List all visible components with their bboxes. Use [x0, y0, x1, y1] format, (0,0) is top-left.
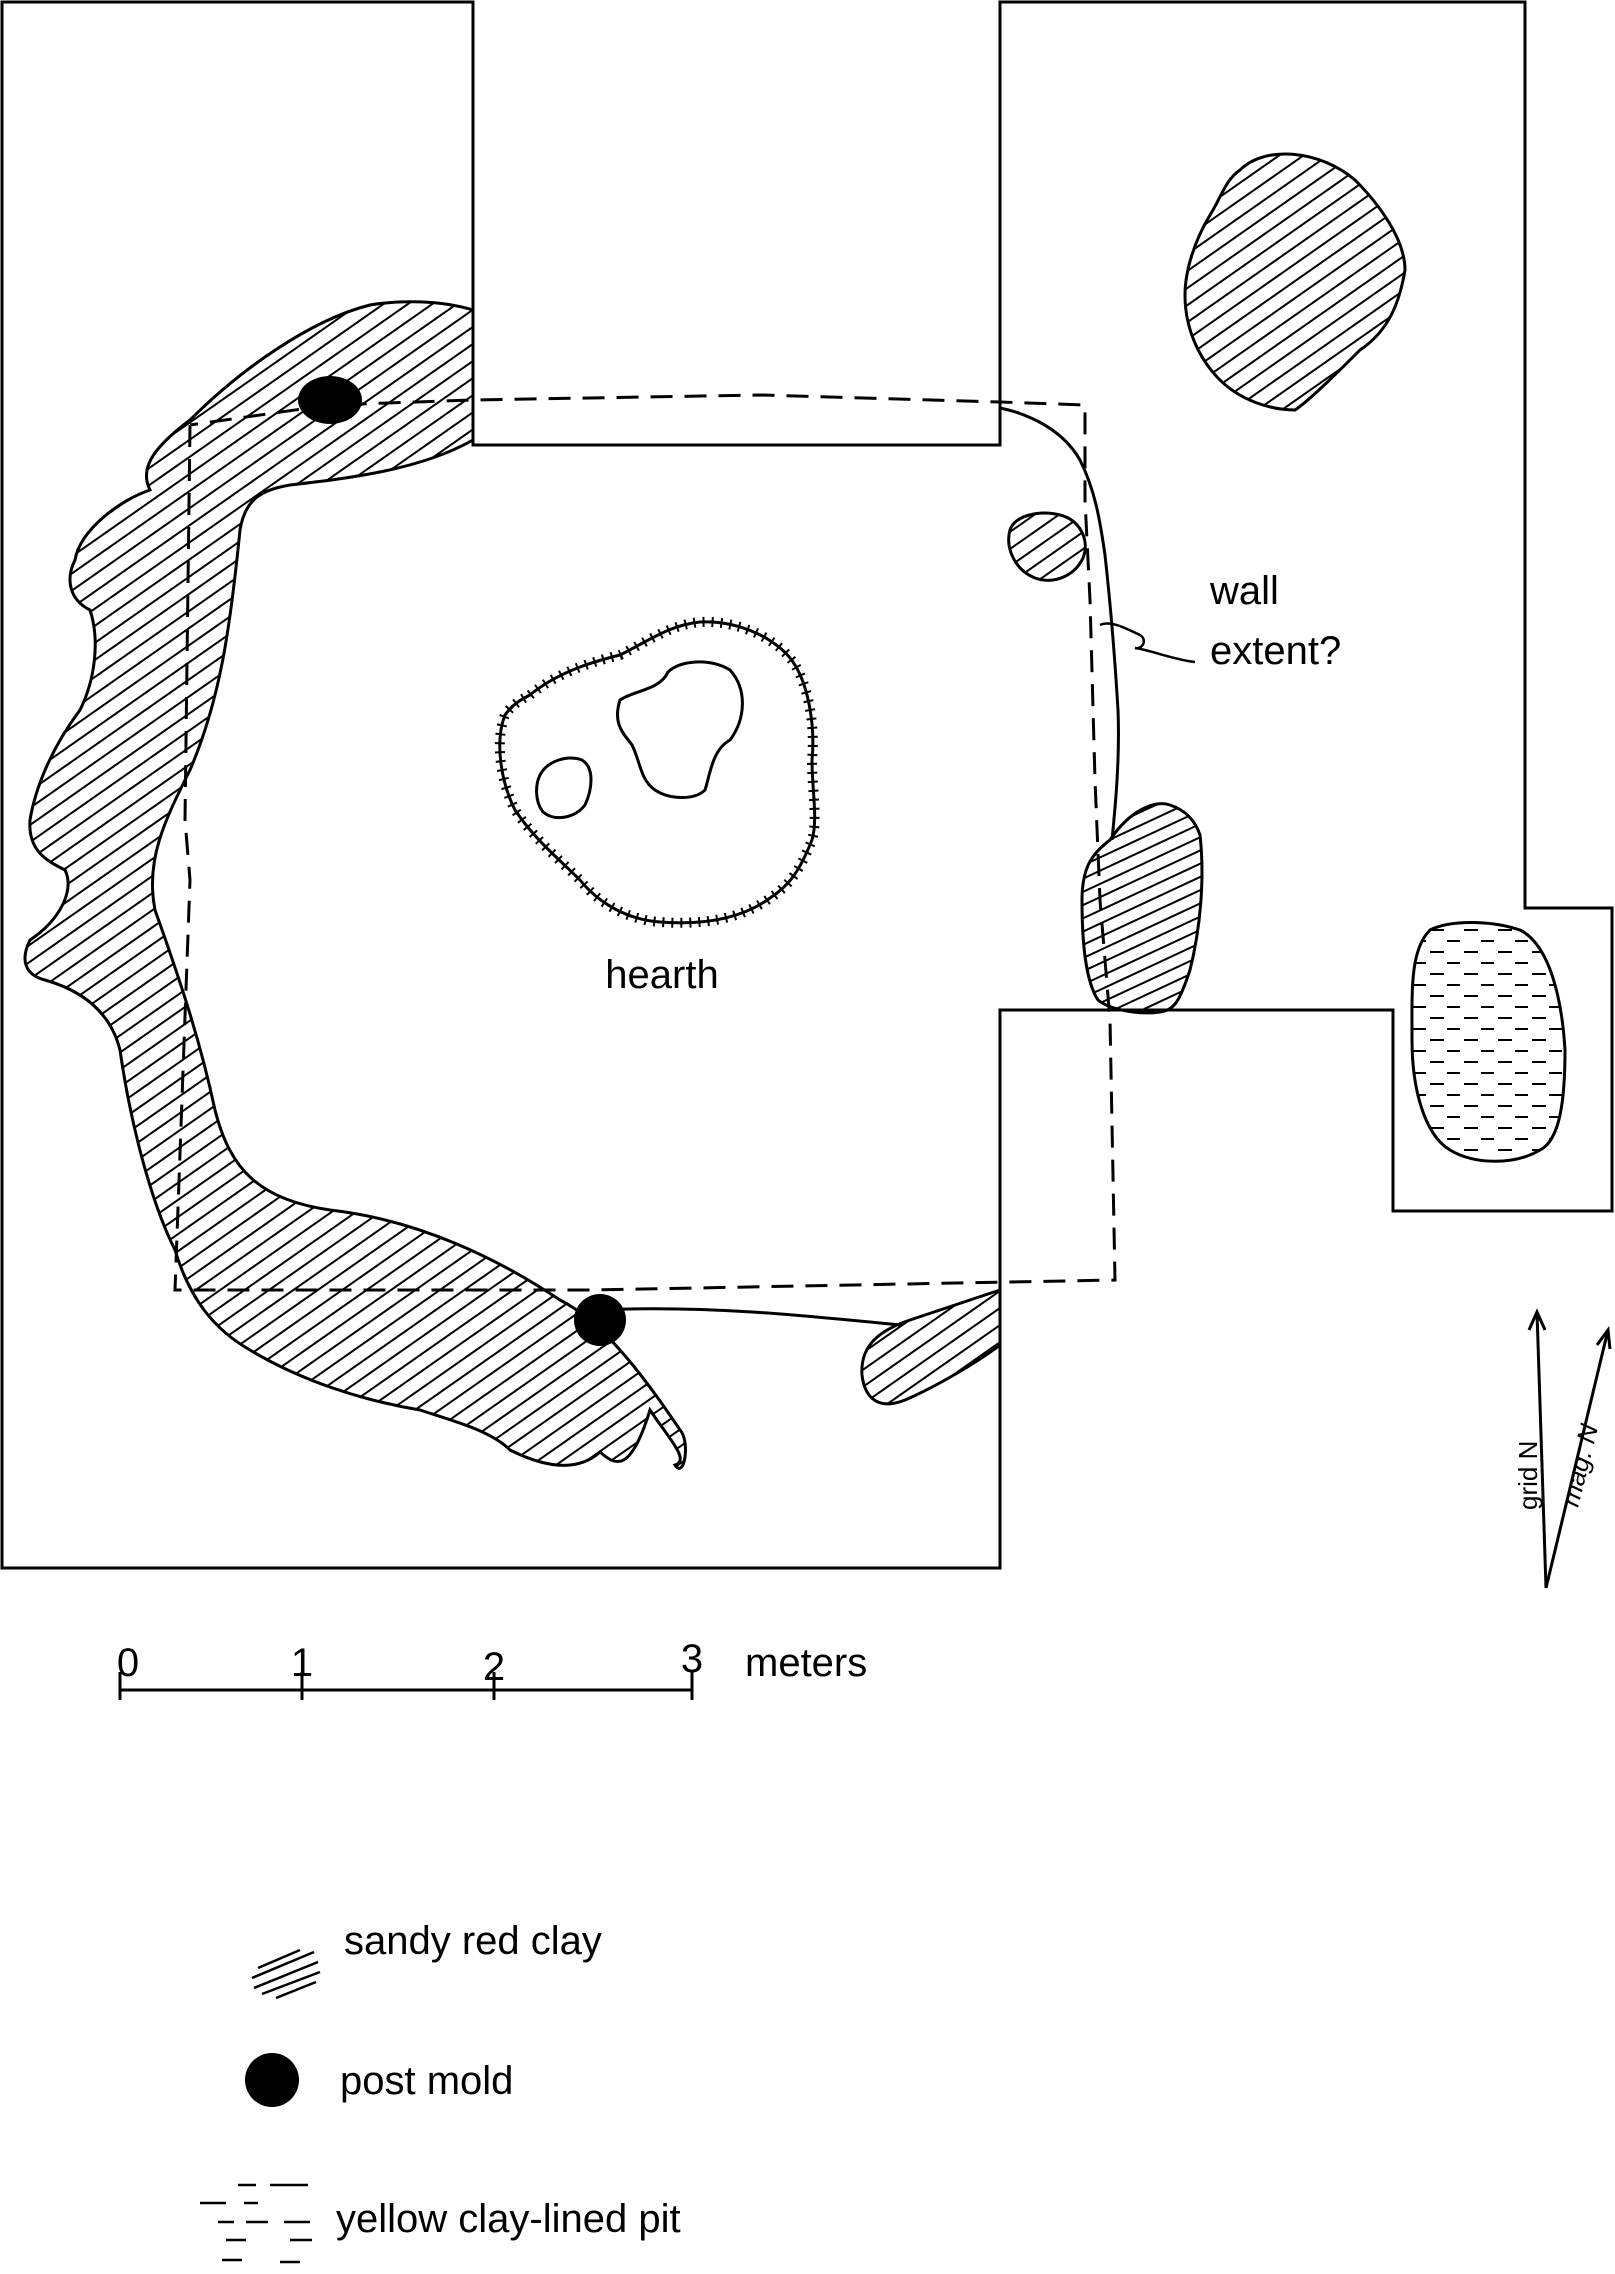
- post-mold-2: [574, 1294, 626, 1346]
- mag-north-label: mag. N: [1555, 1421, 1604, 1510]
- wall-label-line2: extent?: [1210, 629, 1341, 673]
- hearth-label: hearth: [605, 953, 718, 997]
- sandy-red-clay-south: [860, 1287, 1002, 1406]
- post-mold-1: [298, 376, 362, 424]
- legend-post-mold-icon: [245, 2053, 299, 2107]
- hearth-outline: [498, 620, 817, 925]
- grid-north-label: grid N: [1513, 1441, 1543, 1510]
- legend-hatch-icon: [251, 1948, 321, 2000]
- scale-tick-2: 2: [483, 1645, 505, 1689]
- sandy-red-clay-small: [1007, 511, 1087, 582]
- structure-dashed-outline: [173, 393, 1117, 1292]
- wall-extent-line: [999, 406, 1120, 841]
- sandy-red-clay-ne: [1183, 152, 1407, 412]
- legend-label-sandy-red-clay: sandy red clay: [344, 1919, 602, 1963]
- scale-tick-1: 1: [291, 1641, 313, 1685]
- hearth-feature-large: [616, 660, 744, 799]
- scale-unit: meters: [745, 1641, 867, 1685]
- scale-bar: [118, 1672, 694, 1700]
- sandy-red-clay-arc: [23, 300, 687, 1470]
- excavation-unit-outline: [0, 0, 1614, 1570]
- hearth-inner-ticks: [494, 616, 820, 928]
- scale-tick-0: 0: [117, 1641, 139, 1685]
- north-arrow-icon: [1527, 1308, 1612, 1589]
- scale-tick-3: 3: [681, 1637, 703, 1681]
- legend-dash-icon: [200, 2183, 312, 2264]
- wall-label-line1: wall: [1209, 569, 1279, 613]
- yellow-clay-pit: [1410, 921, 1567, 1163]
- south-wall-line: [599, 1307, 901, 1327]
- hearth-feature-small: [535, 756, 593, 820]
- legend-label-post-mold: post mold: [340, 2059, 513, 2103]
- legend-label-yellow-clay-pit: yellow clay-lined pit: [336, 2197, 681, 2241]
- wall-extent-leader: [1099, 622, 1196, 664]
- sandy-red-clay-east: [1080, 802, 1204, 1015]
- legend: sandy red clay post mold yellow clay-lin…: [200, 1919, 681, 2264]
